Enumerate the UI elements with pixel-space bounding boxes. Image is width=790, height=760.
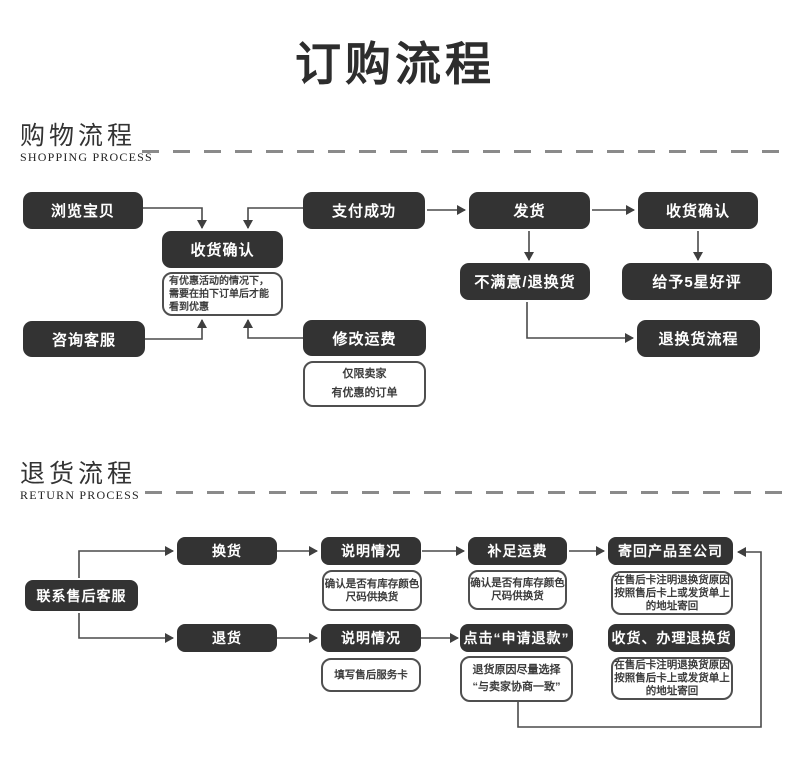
shopping-dashed-divider — [142, 150, 790, 153]
node-return-goods: 退货 — [177, 624, 277, 652]
node-modify-shipping-fee: 修改运费 — [303, 320, 426, 356]
page-title: 订购流程 — [295, 39, 495, 90]
node-unsatisfied-return-exchange: 不满意/退换货 — [460, 263, 590, 300]
node-explain-situation-2: 说明情况 — [321, 624, 421, 652]
node-return-exchange-process: 退换货流程 — [637, 320, 760, 357]
node-confirm-order: 收货确认 — [162, 231, 283, 268]
note-discount-visible-after-order: 有优惠活动的情况下，需要在拍下订单后才能看到优惠 — [162, 272, 283, 316]
note-send-back-instructions-2: 在售后卡注明退换货原因按照售后卡上或发货单上的地址寄回 — [611, 657, 733, 700]
node-consult-service: 咨询客服 — [23, 321, 145, 357]
node-click-apply-refund: 点击“申请退款” — [460, 624, 573, 652]
note-stock-for-exchange-1: 确认是否有库存颜色尺码供换货 — [322, 570, 422, 611]
return-dashed-divider — [145, 491, 790, 494]
note-stock-for-exchange-2: 确认是否有库存颜色尺码供换货 — [468, 570, 567, 610]
node-five-star-review: 给予5星好评 — [622, 263, 772, 300]
note-refund-reason-line2: “与卖家协商一致” — [472, 681, 561, 693]
shopping-section-heading: 购物流程 SHOPPING PROCESS — [20, 122, 153, 164]
note-fill-aftersales-card: 填写售后服务卡 — [321, 658, 421, 692]
note-refund-reason: 退货原因尽量选择 “与卖家协商一致” — [460, 656, 573, 702]
node-receive-and-handle: 收货、办理退换货 — [608, 624, 735, 652]
return-heading-cn: 退货流程 — [20, 460, 137, 488]
node-ship-goods: 发货 — [469, 192, 590, 229]
node-add-shipping-fee: 补足运费 — [468, 537, 567, 565]
node-browse-items: 浏览宝贝 — [23, 192, 143, 229]
node-exchange-goods: 换货 — [177, 537, 277, 565]
shopping-heading-cn: 购物流程 — [20, 122, 137, 150]
shopping-heading-en: SHOPPING PROCESS — [20, 150, 153, 164]
return-heading-en: RETURN PROCESS — [20, 488, 140, 502]
note-seller-discount-orders-only: 仅限卖家 有优惠的订单 — [303, 361, 426, 407]
return-section-heading: 退货流程 RETURN PROCESS — [20, 460, 140, 502]
node-send-back-to-company: 寄回产品至公司 — [608, 537, 733, 565]
node-explain-situation-1: 说明情况 — [321, 537, 421, 565]
note-send-back-instructions-1: 在售后卡注明退换货原因按照售后卡上或发货单上的地址寄回 — [611, 571, 733, 615]
node-contact-aftersales: 联系售后客服 — [25, 580, 138, 611]
node-confirm-receipt: 收货确认 — [638, 192, 758, 229]
note-seller-line1: 仅限卖家 — [342, 368, 387, 380]
note-seller-line2: 有优惠的订单 — [331, 387, 398, 399]
node-payment-success: 支付成功 — [303, 192, 425, 229]
note-refund-reason-line1: 退货原因尽量选择 — [472, 664, 561, 676]
